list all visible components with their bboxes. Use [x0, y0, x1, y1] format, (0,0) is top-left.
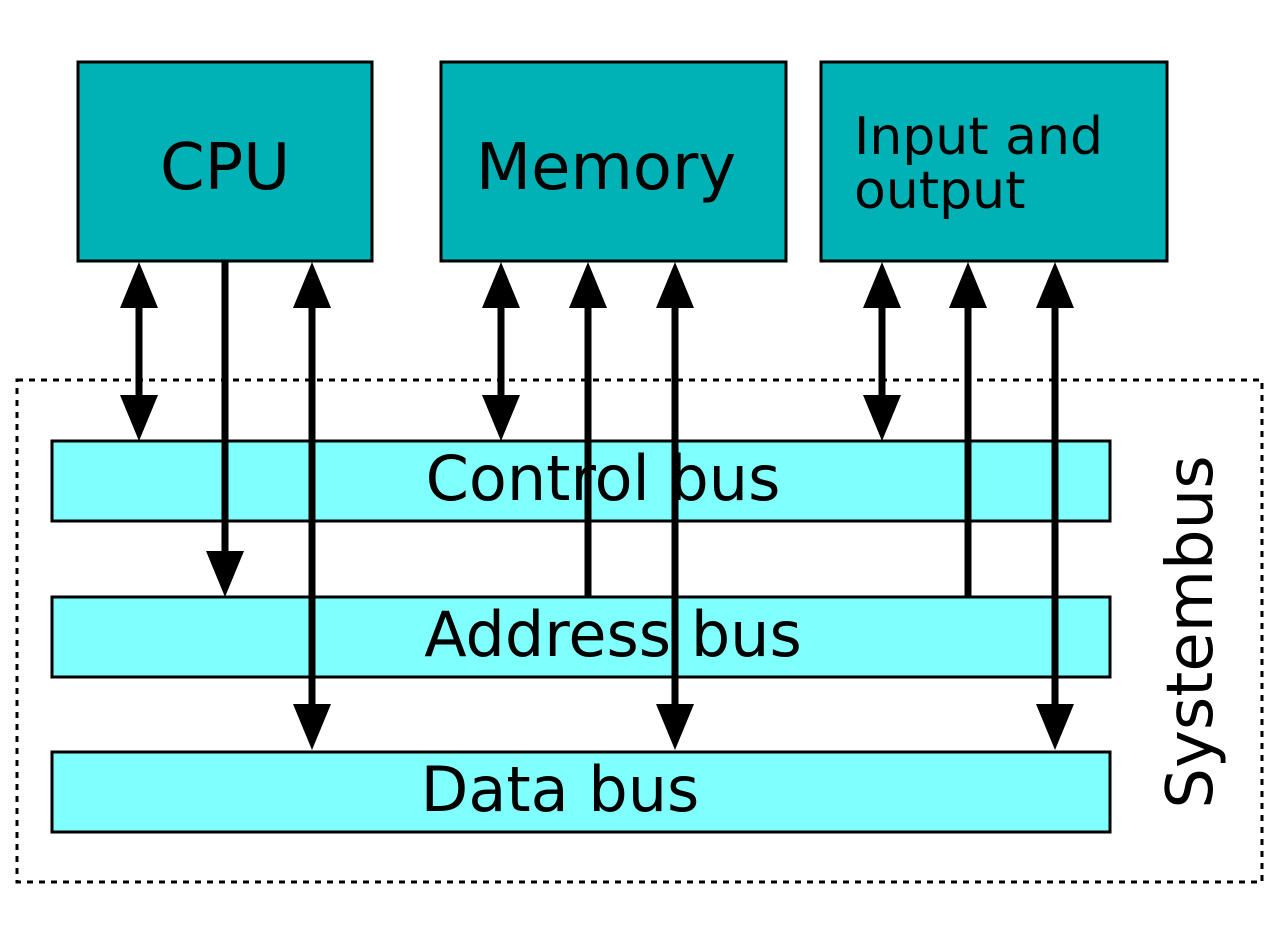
system-bus-frame	[15, 378, 1264, 884]
io-box: Input and output	[819, 60, 1169, 263]
address-bus-rect	[50, 595, 1112, 679]
cpu-label: CPU	[160, 131, 290, 205]
address-bus-label: Address bus	[424, 598, 802, 671]
memory-box: Memory	[439, 60, 788, 263]
cpu-address-arrow-down	[206, 551, 244, 597]
cpu-data-arrow-down	[293, 704, 331, 750]
data-bus-label: Data bus	[421, 753, 700, 826]
cpu-box-rect	[76, 60, 374, 263]
memory-label: Memory	[476, 131, 736, 205]
data-bus-rect	[50, 750, 1112, 834]
io-data-arrow-up	[1036, 262, 1074, 308]
io-label-line1: Input and	[854, 107, 1103, 167]
memory-control-arrow-down	[482, 395, 520, 441]
io-control-arrow-down	[863, 395, 901, 441]
address-bus	[50, 595, 1112, 679]
io-address-arrow-up	[949, 262, 987, 308]
memory-data-arrow-down	[656, 704, 694, 750]
memory-address-arrow-up	[569, 262, 607, 308]
connections	[120, 261, 1074, 750]
io-data-arrow-down	[1036, 704, 1074, 750]
cpu-control-arrow-up	[120, 262, 158, 308]
memory-data-arrow-up	[656, 262, 694, 308]
control-bus-label: Control bus	[426, 442, 781, 515]
cpu-data-arrow-up	[293, 262, 331, 308]
io-label-line2: output	[854, 161, 1026, 221]
memory-control-arrow-up	[482, 262, 520, 308]
data-bus	[50, 750, 1112, 834]
cpu-box: CPU	[76, 60, 374, 263]
system-bus-label: Systembus	[1154, 455, 1228, 808]
memory-box-rect	[439, 60, 788, 263]
io-box-rect	[819, 60, 1169, 263]
cpu-control-arrow-down	[120, 395, 158, 441]
io-control-arrow-up	[863, 262, 901, 308]
